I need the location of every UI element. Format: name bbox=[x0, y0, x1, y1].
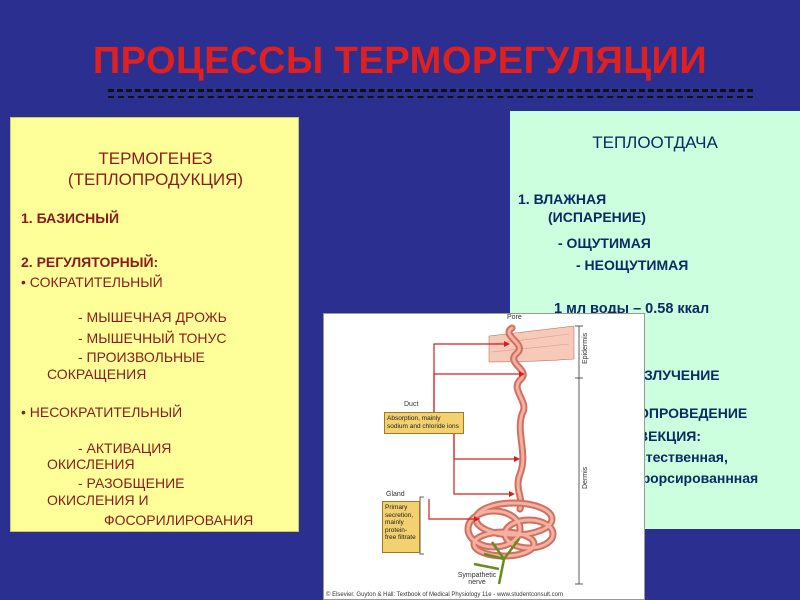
nerve-label: Sympathetic nerve bbox=[457, 572, 497, 586]
contractile-item-voluntary-cont: СОКРАЩЕНИЯ bbox=[47, 366, 147, 382]
thermogenesis-panel: ТЕРМОГЕНЕЗ (ТЕПЛОПРОДУКЦИЯ) 1. БАЗИСНЫЙ … bbox=[10, 117, 299, 532]
gland-label: Gland bbox=[386, 491, 405, 498]
absorption-box: Absorption, mainly sodium and chloride i… bbox=[384, 412, 464, 434]
noncontractile-item-uncoupling-end: ФОСОРИЛИРОВАНИЯ bbox=[104, 512, 254, 528]
item-conduction: ОПРОВЕДЕНИЕ bbox=[638, 405, 748, 421]
heat-loss-heading: ТЕПЛООТДАЧА bbox=[592, 133, 718, 152]
contractile-item-shiver: - МЫШЕЧНАЯ ДРОЖЬ bbox=[78, 309, 227, 325]
thermogenesis-title: ТЕРМОГЕНЕЗ bbox=[98, 149, 213, 168]
noncontractile-item-activation: - АКТИВАЦИЯ bbox=[78, 440, 172, 456]
item-basal: 1. БАЗИСНЫЙ bbox=[21, 210, 120, 226]
epidermis-label: Epidermis bbox=[582, 332, 589, 364]
pore-label: Pore bbox=[507, 314, 522, 321]
noncontractile-item-uncoupling-cont: ОКИСЛЕНИЯ И bbox=[47, 492, 149, 508]
evaporation-sensible: - ОЩУТИМАЯ bbox=[558, 235, 651, 251]
noncontractile-item-activation-cont: ОКИСЛЕНИЯ bbox=[47, 456, 135, 472]
item-evaporation-cont: (ИСПАРЕНИЕ) bbox=[548, 209, 646, 225]
figure-credit: © Elsevier. Guyton & Hall: Textbook of M… bbox=[326, 592, 563, 598]
noncontractile-bullet: • НЕСОКРАТИТЕЛЬНЫЙ bbox=[21, 404, 183, 420]
sweat-gland-figure: Pore Epidermis Dermis Duct Absorption, m… bbox=[323, 313, 645, 600]
evaporation-insensible: - НЕОЩУТИМАЯ bbox=[576, 257, 689, 273]
thermogenesis-subtitle: (ТЕПЛОПРОДУКЦИЯ) bbox=[67, 170, 244, 189]
sweat-gland-diagram bbox=[419, 324, 583, 585]
title-underline bbox=[108, 89, 753, 98]
item-convection: ВЕКЦИЯ: bbox=[638, 428, 702, 444]
item-evaporation: 1. ВЛАЖНАЯ bbox=[518, 191, 607, 207]
dermis-label: Dermis bbox=[582, 466, 589, 489]
noncontractile-item-uncoupling: - РАЗОБЩЕНИЕ bbox=[78, 475, 185, 491]
slide-title: ПРОЦЕССЫ ТЕРМОРЕГУЛЯЦИИ bbox=[92, 40, 708, 82]
item-radiation: ЗЛУЧЕНИЕ bbox=[644, 367, 720, 383]
contractile-item-tone: - МЫШЕЧНЫЙ ТОНУС bbox=[78, 330, 227, 346]
contractile-bullet: • СОКРАТИТЕЛЬНЫЙ bbox=[21, 274, 163, 290]
convection-forced: форсированнная bbox=[638, 470, 759, 486]
duct-label: Duct bbox=[404, 401, 419, 408]
item-regulatory: 2. РЕГУЛЯТОРНЫЙ: bbox=[21, 254, 159, 270]
primary-secretion-box: Primary secretion, mainly protein-free f… bbox=[382, 501, 420, 553]
thermogenesis-heading: ТЕРМОГЕНЕЗ (ТЕПЛОПРОДУКЦИЯ) bbox=[11, 148, 300, 190]
convection-natural: стественная, bbox=[638, 449, 728, 465]
contractile-item-voluntary: - ПРОИЗВОЛЬНЫЕ bbox=[78, 349, 205, 365]
